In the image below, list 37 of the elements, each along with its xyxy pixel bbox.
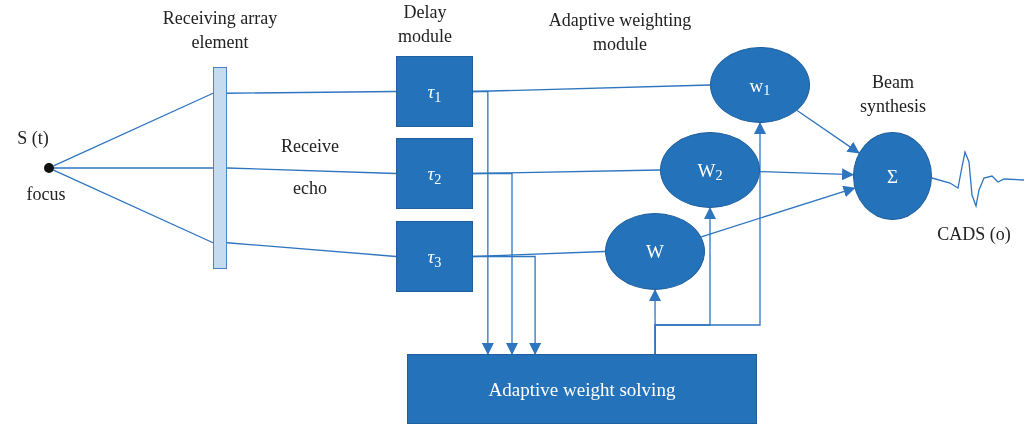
arrow [796,109,860,154]
arrow [649,289,662,355]
node-caption: Receiving array element [161,7,279,54]
node-caption: Beam synthesis [859,71,927,118]
node-label: W [646,242,664,261]
connector-line [226,167,397,175]
node-label: Adaptive weight solving [488,379,676,399]
connector-line [226,242,397,258]
node-label: τ$_{2}$ [427,164,442,183]
arrow [654,122,766,355]
node-caption: focus [25,183,67,206]
node-caption: S (t) [16,127,50,150]
connector-line [52,92,214,167]
process-box [396,56,473,127]
text-label: CADS (o) [936,223,1012,246]
node-label: τ$_{3}$ [427,247,442,266]
arrow [472,90,494,355]
text-label: Receive [280,135,340,158]
arrow [472,255,542,355]
text-label: Adaptive weighting module [547,9,693,56]
process-box [396,221,473,292]
node-label: Σ [886,166,899,186]
connector-line [53,167,214,169]
process-box [407,354,757,424]
node-label: w$_{1}$ [749,75,771,95]
process-box [396,138,473,209]
text-label: Delay module [397,1,453,48]
focus-point [44,163,54,173]
arrow [700,185,856,238]
arrow [472,172,518,355]
arrow [759,168,854,181]
array-element-bar [213,67,227,269]
node-label: W$_{2}$ [697,160,723,180]
node-label: τ$_{1}$ [427,82,442,101]
connector-line [226,90,397,94]
text-label: echo [292,177,328,200]
connector-line [52,169,214,244]
